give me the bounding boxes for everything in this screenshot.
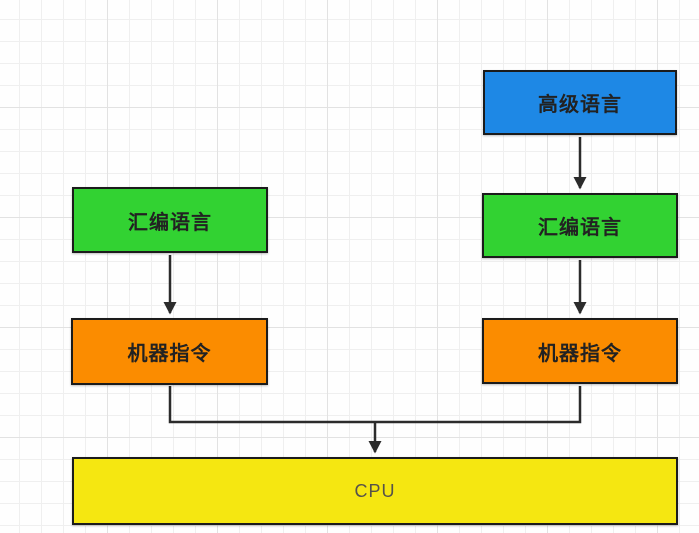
edge-machine-right-to-bus	[375, 386, 582, 424]
node-label: 机器指令	[127, 343, 212, 365]
node-high-level-language[interactable]: 高级语言	[483, 70, 677, 135]
node-label: 机器指令	[538, 342, 622, 365]
node-cpu[interactable]: CPU	[72, 457, 678, 525]
node-assembly-language-right[interactable]: 汇编语言	[482, 193, 678, 258]
node-label: 汇编语言	[538, 217, 622, 239]
node-machine-instructions-left[interactable]: 机器指令	[71, 318, 268, 385]
node-label: CPU	[354, 480, 396, 501]
node-label: 汇编语言	[128, 211, 212, 234]
edge-machine-left-to-bus	[168, 386, 375, 424]
node-assembly-language-left[interactable]: 汇编语言	[72, 187, 268, 253]
node-label: 高级语言	[538, 94, 622, 116]
node-machine-instructions-right[interactable]: 机器指令	[482, 318, 678, 384]
